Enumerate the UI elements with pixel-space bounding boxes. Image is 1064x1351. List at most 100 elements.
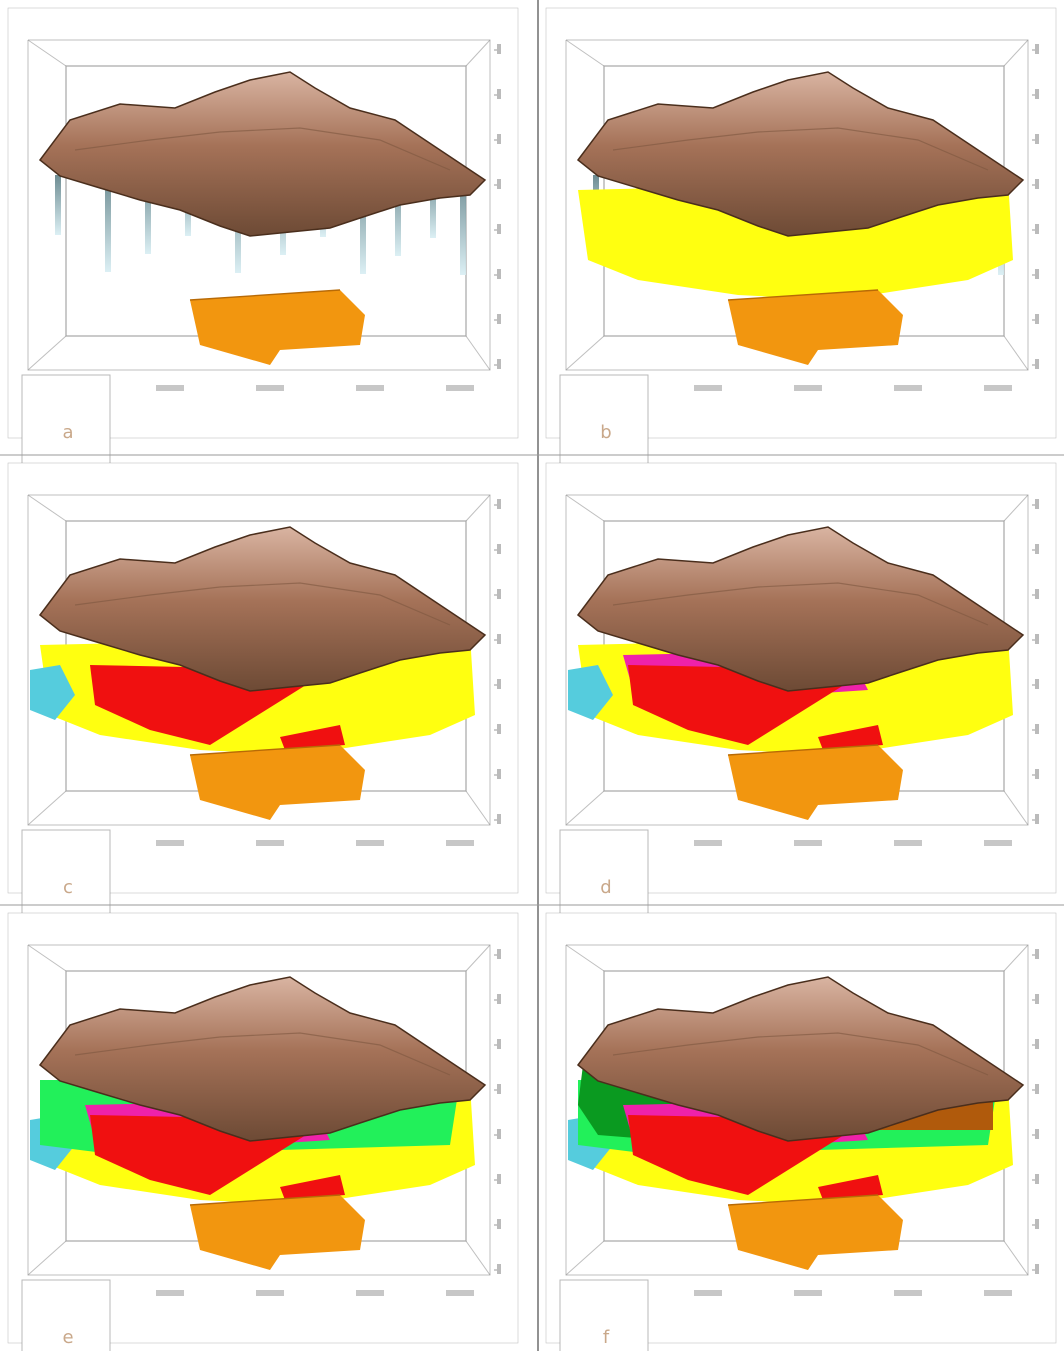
- z-axis-tick-label-blur: [497, 224, 501, 234]
- orange-block-edge: [727, 289, 879, 301]
- z-axis-tick-label-blur: [497, 1039, 501, 1049]
- layer-cyan: [568, 665, 613, 720]
- x-axis-tick-label-blur: [256, 840, 284, 846]
- plot-box-edge: [1003, 1240, 1029, 1276]
- label-box-frame: [559, 1279, 649, 1351]
- z-axis-tick-label-blur: [497, 1264, 501, 1274]
- layer-stack: [568, 976, 1025, 1270]
- orange-block-edge: [189, 1194, 341, 1206]
- z-axis-tick-label-blur: [1035, 314, 1039, 324]
- z-axis-tick-label-blur: [1035, 1084, 1039, 1094]
- panel-label-box: d: [559, 829, 649, 921]
- z-axis-tick-label-blur: [1035, 89, 1039, 99]
- z-axis-tick-label-blur: [497, 679, 501, 689]
- plot-box-edge: [565, 1240, 605, 1276]
- terrain-ridge: [612, 127, 989, 171]
- layer-red-small: [818, 725, 883, 750]
- z-axis-tick-label-blur: [1035, 179, 1039, 189]
- x-axis-tick-label-blur: [256, 1290, 284, 1296]
- x-axis-tick-label-blur: [156, 1290, 184, 1296]
- label-box-frame: [559, 374, 649, 466]
- plot-box-edge: [27, 790, 67, 826]
- label-box-frame: [21, 829, 111, 921]
- x-axis: [156, 385, 474, 391]
- plot-box-edge: [465, 944, 491, 972]
- z-axis-tick-label-blur: [1035, 269, 1039, 279]
- z-axis-tick-label-blur: [497, 314, 501, 324]
- z-axis-tick-label-blur: [497, 89, 501, 99]
- x-axis-tick-label-blur: [894, 840, 922, 846]
- z-axis: [494, 44, 501, 369]
- plot-box-edge: [465, 39, 491, 67]
- plot-box-edge: [565, 335, 605, 371]
- panel-f: f: [545, 912, 1057, 1351]
- z-axis-tick-label-blur: [1035, 499, 1039, 509]
- x-axis-tick-label-blur: [794, 385, 822, 391]
- layer-stack: [30, 976, 487, 1270]
- plot-box-edge: [27, 39, 67, 67]
- terrain-ridge: [74, 1032, 451, 1076]
- well-column: [395, 175, 401, 256]
- x-axis-tick-label-blur: [446, 385, 474, 391]
- x-axis-tick-label-blur: [156, 840, 184, 846]
- z-axis-tick-label-blur: [497, 589, 501, 599]
- x-axis-tick-label-blur: [356, 385, 384, 391]
- x-axis-tick-label-blur: [446, 840, 474, 846]
- x-axis-tick-label-blur: [156, 385, 184, 391]
- z-axis-tick-label-blur: [1035, 44, 1039, 54]
- z-axis-tick-label-blur: [1035, 134, 1039, 144]
- layer-cyan: [30, 665, 75, 720]
- z-axis-tick-label-blur: [497, 499, 501, 509]
- orange-block-edge: [189, 744, 341, 756]
- plot-box-edge: [27, 494, 67, 522]
- well-column: [55, 175, 61, 235]
- well-column: [460, 175, 466, 275]
- z-axis-tick-label-blur: [497, 1174, 501, 1184]
- z-axis-tick-label-blur: [1035, 634, 1039, 644]
- terrain-surface: [38, 71, 487, 237]
- x-axis: [694, 1290, 1012, 1296]
- plot-box-edge: [1003, 944, 1029, 972]
- z-axis-tick-label-blur: [497, 269, 501, 279]
- z-axis-tick-label-blur: [497, 1084, 501, 1094]
- panel-label: e: [62, 1327, 73, 1348]
- z-axis-tick-label-blur: [497, 814, 501, 824]
- z-axis-tick-label-blur: [1035, 1219, 1039, 1229]
- terrain-surface: [576, 526, 1025, 692]
- panel-label: b: [600, 422, 611, 443]
- panel-label-box: a: [21, 374, 111, 466]
- z-axis-tick-label-blur: [497, 634, 501, 644]
- panel-label: a: [62, 422, 73, 443]
- z-axis-tick-label-blur: [497, 1219, 501, 1229]
- z-axis-tick-label-blur: [1035, 589, 1039, 599]
- x-axis: [156, 840, 474, 846]
- z-axis-tick-label-blur: [1035, 1129, 1039, 1139]
- z-axis-tick-label-blur: [497, 724, 501, 734]
- x-axis-tick-label-blur: [984, 385, 1012, 391]
- x-axis: [694, 840, 1012, 846]
- z-axis-tick-label-blur: [1035, 814, 1039, 824]
- x-axis-tick-label-blur: [694, 385, 722, 391]
- panel-c: c: [7, 462, 519, 921]
- x-axis-tick-label-blur: [894, 1290, 922, 1296]
- x-axis-tick-label-blur: [256, 385, 284, 391]
- layer-stack: [38, 71, 487, 365]
- plot-box-edge: [1003, 494, 1029, 522]
- plot-box-edge: [1003, 790, 1029, 826]
- plot-box-edge: [465, 335, 491, 371]
- well-column: [105, 175, 111, 272]
- terrain-surface: [576, 976, 1025, 1142]
- label-box-frame: [21, 1279, 111, 1351]
- z-axis: [494, 499, 501, 824]
- x-axis-tick-label-blur: [694, 1290, 722, 1296]
- z-axis-tick-label-blur: [1035, 949, 1039, 959]
- z-axis-tick-label-blur: [497, 359, 501, 369]
- layer-red-small: [280, 1175, 345, 1200]
- layer-orange-block: [190, 1195, 365, 1270]
- plot-box-edge: [565, 790, 605, 826]
- panel-label-box: b: [559, 374, 649, 466]
- panel-label-box: e: [21, 1279, 111, 1351]
- plot-box-edge: [565, 494, 605, 522]
- well-column: [145, 175, 151, 254]
